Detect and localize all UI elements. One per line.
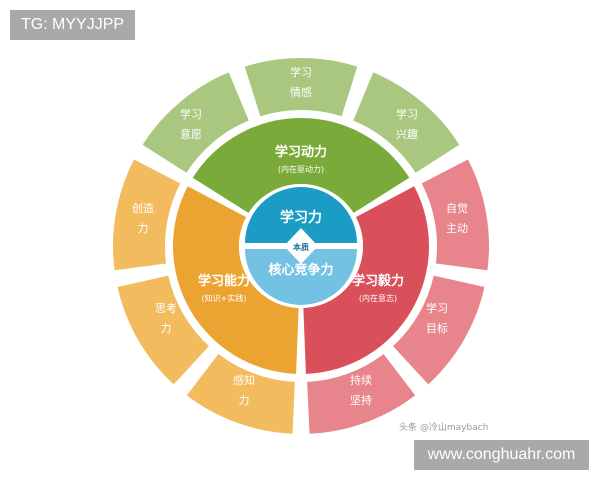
center-badge-diamond [284, 228, 318, 264]
sector-ability-labels: 学习能力 (知识+实践) [198, 273, 250, 303]
sector-motivation [192, 117, 410, 213]
outer-label-creativity-2: 力 [138, 222, 149, 235]
sector-motivation-labels: 学习动力 (内在驱动力) [275, 144, 327, 174]
center-badge-label: 本质 [292, 242, 309, 252]
outer-segment-ability-1 [186, 354, 295, 434]
outer-label-thinking-1: 思考 [155, 302, 177, 315]
center-top-label: 学习力 [280, 209, 322, 226]
outer-label-willingness-1: 学习 [180, 107, 202, 121]
center-top-half [245, 187, 357, 243]
center-bottom-half [245, 249, 357, 305]
outer-label-interest-2: 兴趣 [396, 127, 418, 141]
outer-segment-motivation-3 [353, 72, 460, 173]
outer-segment-motivation-1 [142, 72, 249, 173]
outer-label-thinking-2: 力 [161, 322, 172, 335]
sector-ability-title: 学习能力 [198, 273, 250, 289]
outer-label-initiative-2: 主动 [446, 222, 468, 235]
site-url-tag: www.conghuahr.com [414, 440, 589, 470]
outer-segment-perseverance-3 [307, 354, 416, 434]
outer-label-perception-2: 力 [239, 394, 250, 407]
sector-perseverance [303, 186, 429, 374]
outer-segment-ability-3 [112, 159, 181, 271]
outer-label-creativity-1: 创造 [132, 201, 154, 215]
center-bottom-label: 核心竞争力 [268, 262, 333, 278]
outer-segment-ability-2 [117, 275, 209, 385]
center-circle: 学习力 本质 核心竞争力 [239, 184, 363, 308]
outer-label-perception-1: 感知 [233, 373, 255, 387]
outer-label-initiative-1: 自觉 [446, 202, 468, 215]
outer-label-willingness-2: 意愿 [180, 127, 202, 141]
sector-ability [172, 186, 299, 374]
outer-segment-perseverance-2 [393, 275, 485, 385]
sector-perseverance-labels: 学习毅力 (内在意志) [352, 273, 404, 303]
outer-label-persist-2: 坚持 [350, 393, 372, 407]
sector-perseverance-title: 学习毅力 [352, 273, 404, 289]
tg-tag: TG: MYYJJPP [10, 10, 135, 40]
outer-segment-motivation-2 [244, 58, 358, 117]
outer-labels: 学习 意愿 学习 情感 学习 兴趣 自觉 主动 学习 目标 持续 坚持 感知 力… [132, 65, 468, 407]
sector-ability-subtitle: (知识+实践) [202, 293, 247, 303]
sector-motivation-subtitle: (内在驱动力) [278, 164, 324, 174]
outer-label-goal-1: 学习 [426, 301, 448, 315]
outer-label-goal-2: 目标 [426, 321, 448, 335]
outer-label-emotion-2: 情感 [290, 86, 312, 99]
outer-label-emotion-1: 学习 [290, 65, 312, 79]
outer-label-interest-1: 学习 [396, 107, 418, 121]
outer-segment-perseverance-1 [421, 159, 489, 271]
outer-label-persist-1: 持续 [350, 373, 372, 387]
outer-ring [112, 58, 489, 434]
inner-ring [172, 117, 429, 374]
sector-perseverance-subtitle: (内在意志) [359, 293, 397, 303]
sector-motivation-title: 学习动力 [275, 144, 327, 160]
watermark: 头条 @冷山maybach [399, 423, 489, 433]
